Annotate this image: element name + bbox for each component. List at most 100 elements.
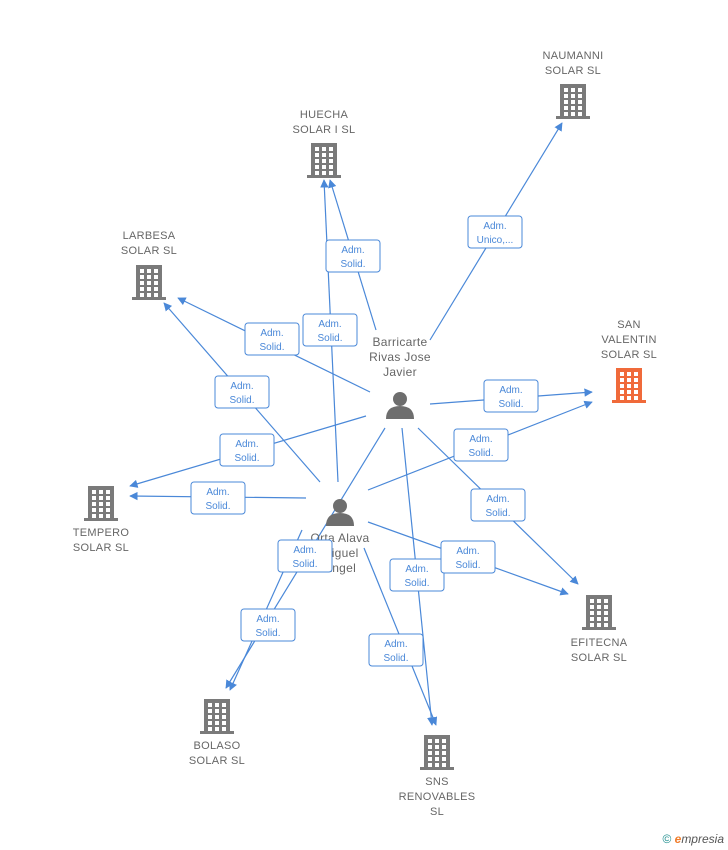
node-bolaso[interactable]: BOLASO SOLAR SL (189, 699, 245, 767)
edge-label-text: Adm. (318, 319, 341, 330)
copyright-symbol: © (662, 832, 672, 846)
edge-label-barricarte-to-bolaso[interactable]: Adm. Solid. (277, 539, 333, 573)
node-tempero[interactable]: TEMPERO SOLAR SL (73, 486, 130, 554)
node-label-sns: RENOVABLES (399, 791, 476, 803)
node-label-huecha: SOLAR I SL (293, 124, 356, 136)
edge-label-box[interactable] (440, 540, 496, 574)
edge-label-box[interactable] (389, 558, 445, 592)
edge-label-orta-to-efitecna[interactable]: Adm. Solid. (440, 540, 496, 574)
edge-label-text: Solid. (259, 342, 284, 353)
edge-label-text: Solid. (455, 560, 480, 571)
edge-label-text: Adm. (206, 487, 229, 498)
building-icon (132, 265, 166, 300)
node-label-larbesa: LARBESA (123, 230, 176, 242)
edge-label-text: Adm. (341, 245, 364, 256)
node-label-barricarte: Javier (383, 365, 417, 379)
edge-label-text: Adm. (384, 639, 407, 650)
node-label-sns: SL (430, 806, 444, 818)
node-label-larbesa: SOLAR SL (121, 245, 177, 257)
edge-label-box[interactable] (325, 239, 381, 273)
edge-label-text: Adm. (469, 434, 492, 445)
edge-label-orta-to-huecha[interactable]: Adm. Solid. (302, 313, 358, 347)
edge-label-orta-to-sns[interactable]: Adm. Solid. (368, 633, 424, 667)
edge-label-barricarte-to-larbesa[interactable]: Adm. Solid. (244, 322, 300, 356)
edge-label-orta-to-tempero[interactable]: Adm. Solid. (190, 481, 246, 515)
edge-label-text: Solid. (234, 453, 259, 464)
edge-label-box[interactable] (214, 375, 270, 409)
edge-label-box[interactable] (190, 481, 246, 515)
node-label-naumanni: SOLAR SL (545, 65, 601, 77)
person-icon (386, 392, 414, 419)
edge-label-barricarte-to-sns[interactable]: Adm. Solid. (389, 558, 445, 592)
node-label-barricarte: Rivas Jose (369, 350, 431, 364)
edge-label-box[interactable] (302, 313, 358, 347)
node-label-naumanni: NAUMANNI (542, 50, 603, 62)
edge-label-barricarte-to-sanvalentin[interactable]: Adm.Solid. (483, 379, 539, 413)
edge-label-box[interactable] (219, 433, 275, 467)
node-label-bolaso: SOLAR SL (189, 755, 245, 767)
edge-label-text: Solid. (229, 395, 254, 406)
person-icon (326, 499, 354, 526)
node-label-sanvalentin: VALENTIN (601, 334, 656, 346)
edge-label-text: Solid. (383, 653, 408, 664)
edge-label-barricarte-to-tempero[interactable]: Adm. Solid. (219, 433, 275, 467)
node-huecha[interactable]: HUECHA SOLAR I SL (293, 109, 356, 178)
node-label-tempero: TEMPERO (73, 527, 130, 539)
edge-label-box[interactable] (453, 428, 509, 462)
edge-label-text: Solid. (485, 508, 510, 519)
edge-label-box[interactable] (244, 322, 300, 356)
building-icon (84, 486, 118, 521)
edge-label-text: Adm. (486, 494, 509, 505)
node-label-tempero: SOLAR SL (73, 542, 129, 554)
node-label-bolaso: BOLASO (193, 740, 240, 752)
edge-label-text: Solid. (498, 399, 523, 410)
footer-brand: © empresia (662, 832, 724, 846)
edge-label-orta-to-larbesa[interactable]: Adm. Solid. (214, 375, 270, 409)
brand-logo-text: mpresia (681, 832, 724, 846)
edge-label-barricarte-to-huecha[interactable]: Adm. Solid. (325, 239, 381, 273)
edge-label-text: Adm. (235, 439, 258, 450)
edge-label-box[interactable] (483, 379, 539, 413)
edge-label-text: Solid. (205, 501, 230, 512)
node-label-sanvalentin: SOLAR SL (601, 349, 657, 361)
edge-label-text: Solid. (468, 448, 493, 459)
edge-label-orta-to-bolaso[interactable]: Adm.Solid. (240, 608, 296, 642)
edge-label-text: Solid. (317, 333, 342, 344)
edge-label-text: Adm. (405, 564, 428, 575)
edge-label-orta-to-sanvalentin[interactable]: Adm. Solid. (453, 428, 509, 462)
edge-labels-layer: Adm.Unico,...Adm.Solid.Adm.Solid.Adm.Sol… (190, 215, 539, 667)
edge-label-text: Unico,... (477, 235, 514, 246)
edge-label-text: Solid. (340, 259, 365, 270)
edge-label-box[interactable] (277, 539, 333, 573)
edge-label-box[interactable] (368, 633, 424, 667)
edge-label-barricarte-to-efitecna[interactable]: Adm. Solid. (470, 488, 526, 522)
edge-label-box[interactable] (467, 215, 523, 249)
node-sns[interactable]: SNS RENOVABLES SL (399, 735, 476, 818)
brand-logo-e: e (674, 832, 682, 846)
node-label-huecha: HUECHA (300, 109, 349, 121)
node-naumanni[interactable]: NAUMANNI SOLAR SL (542, 50, 603, 119)
node-label-efitecna: SOLAR SL (571, 652, 627, 664)
edge-label-text: Adm. (293, 545, 316, 556)
edge-label-text: Adm. (260, 328, 283, 339)
node-sanvalentin[interactable]: SAN VALENTIN SOLAR SL (601, 319, 657, 403)
node-label-efitecna: EFITECNA (571, 637, 628, 649)
edge-label-box[interactable] (470, 488, 526, 522)
building-icon (200, 699, 234, 734)
building-icon (556, 84, 590, 119)
edge-label-box[interactable] (240, 608, 296, 642)
building-icon (307, 143, 341, 178)
edge-label-text: Adm. (256, 614, 279, 625)
node-larbesa[interactable]: LARBESA SOLAR SL (121, 230, 177, 300)
building-icon (582, 595, 616, 630)
node-label-sanvalentin: SAN (617, 319, 641, 331)
edge-label-text: Solid. (292, 559, 317, 570)
edge-label-text: Solid. (404, 578, 429, 589)
node-efitecna[interactable]: EFITECNA SOLAR SL (571, 595, 628, 664)
edge-label-text: Adm. (230, 381, 253, 392)
edge-label-barricarte-to-naumanni[interactable]: Adm.Unico,... (467, 215, 523, 249)
edge-label-text: Adm. (456, 546, 479, 557)
node-label-sns: SNS (425, 776, 449, 788)
